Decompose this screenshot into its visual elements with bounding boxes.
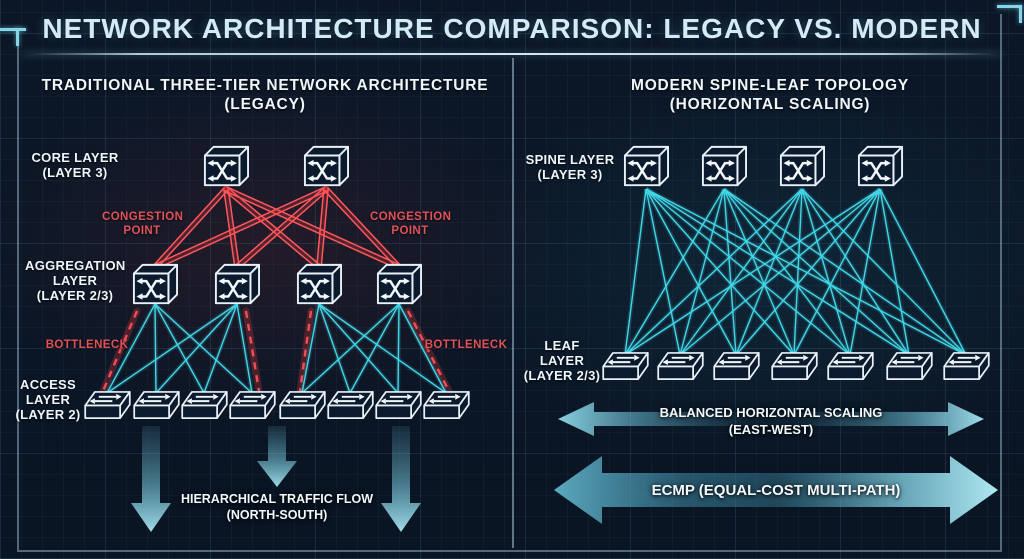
frame-border-right — [1000, 14, 1002, 550]
corner-bracket-top-right-v — [1019, 5, 1022, 23]
title-underline — [22, 53, 1002, 55]
spine-switch — [857, 144, 903, 195]
down-arrow-right — [381, 426, 421, 532]
leaf-switch — [713, 351, 760, 387]
east-west-arrow-label: BALANCED HORIZONTAL SCALING (EAST-WEST) — [646, 404, 896, 438]
access-switch — [133, 390, 180, 426]
aggregation-switch — [132, 262, 179, 313]
core-switch — [203, 144, 250, 195]
east-west-arrow-label-line2: (EAST-WEST) — [728, 422, 814, 437]
core-layer-label: CORE LAYER (LAYER 3) — [15, 150, 135, 180]
spine-switch — [701, 144, 747, 195]
right-panel-heading-line1: MODERN SPINE-LEAF TOPOLOGY — [630, 77, 909, 94]
left-panel-heading-line2: (LEGACY) — [224, 96, 306, 113]
east-west-arrow-label-line1: BALANCED HORIZONTAL SCALING — [659, 405, 883, 420]
access-switch — [279, 390, 326, 426]
aggregation-switch — [296, 262, 342, 313]
leaf-switch — [827, 351, 874, 387]
access-switch — [423, 390, 470, 426]
leaf-switch — [657, 351, 704, 387]
access-layer-label: ACCESS LAYER (LAYER 2) — [15, 377, 80, 422]
spine-switch — [779, 144, 825, 195]
aggregation-layer-label: AGGREGATION LAYER (LAYER 2/3) — [25, 258, 125, 303]
core-layer-label-sub: (LAYER 3) — [42, 165, 108, 180]
aggregation-layer-label-sub: (LAYER 2/3) — [36, 288, 114, 303]
right-panel-heading: MODERN SPINE-LEAF TOPOLOGY (HORIZONTAL S… — [545, 76, 995, 114]
leaf-layer-label-sub: (LAYER 2/3) — [523, 368, 601, 383]
corner-bracket-top-left-v — [16, 28, 19, 46]
access-switch — [181, 390, 228, 426]
leaf-layer-label: LEAF LAYER (LAYER 2/3) — [524, 338, 600, 383]
panel-divider — [512, 58, 514, 548]
core-layer-label-main: CORE LAYER — [31, 150, 119, 165]
corner-bracket-top-right — [997, 5, 1022, 8]
leaf-switch — [943, 351, 990, 387]
hierarchical-flow-label-line1: HIERARCHICAL TRAFFIC FLOW — [180, 492, 374, 506]
leaf-switch — [771, 351, 818, 387]
spine-layer-label-sub: (LAYER 3) — [537, 167, 603, 182]
page-title: NETWORK ARCHITECTURE COMPARISON: LEGACY … — [42, 13, 982, 44]
hierarchical-flow-label: HIERARCHICAL TRAFFIC FLOW (NORTH-SOUTH) — [177, 491, 377, 523]
access-switch — [375, 390, 422, 426]
access-switch — [327, 390, 374, 426]
ecmp-arrow-label: ECMP (EQUAL-COST MULTI-PATH) — [651, 482, 901, 499]
right-panel-heading-line2: (HORIZONTAL SCALING) — [669, 96, 871, 113]
bottleneck-label-left: BOTTLENECK — [45, 339, 129, 351]
left-panel-heading-line1: TRADITIONAL THREE-TIER NETWORK ARCHITECT… — [41, 77, 489, 94]
access-switch — [229, 390, 276, 426]
access-layer-label-sub: (LAYER 2) — [15, 407, 81, 422]
corner-bracket-top-left — [0, 28, 26, 31]
congestion-point-label-right: CONGESTION POINT — [370, 211, 452, 237]
access-layer-label-main: ACCESS LAYER — [20, 377, 76, 407]
spine-layer-label-main: SPINE LAYER — [525, 152, 615, 167]
down-arrow-middle — [257, 426, 297, 487]
down-arrow-left — [131, 426, 171, 532]
bottleneck-label-right: BOTTLENECK — [424, 339, 508, 351]
frame-border-bottom — [17, 550, 1002, 552]
aggregation-switch — [214, 262, 260, 313]
core-switch — [303, 144, 349, 195]
spine-layer-label: SPINE LAYER (LAYER 3) — [510, 152, 630, 182]
left-panel-heading: TRADITIONAL THREE-TIER NETWORK ARCHITECT… — [40, 76, 490, 114]
leaf-switch — [886, 351, 933, 387]
aggregation-switch — [376, 262, 422, 313]
leaf-layer-label-main: LEAF LAYER — [539, 338, 585, 368]
aggregation-layer-label-main: AGGREGATION LAYER — [25, 258, 126, 288]
congestion-point-label-left: CONGESTION POINT — [102, 211, 184, 237]
hierarchical-flow-label-line2: (NORTH-SOUTH) — [226, 508, 328, 522]
frame-border-left — [17, 30, 19, 550]
